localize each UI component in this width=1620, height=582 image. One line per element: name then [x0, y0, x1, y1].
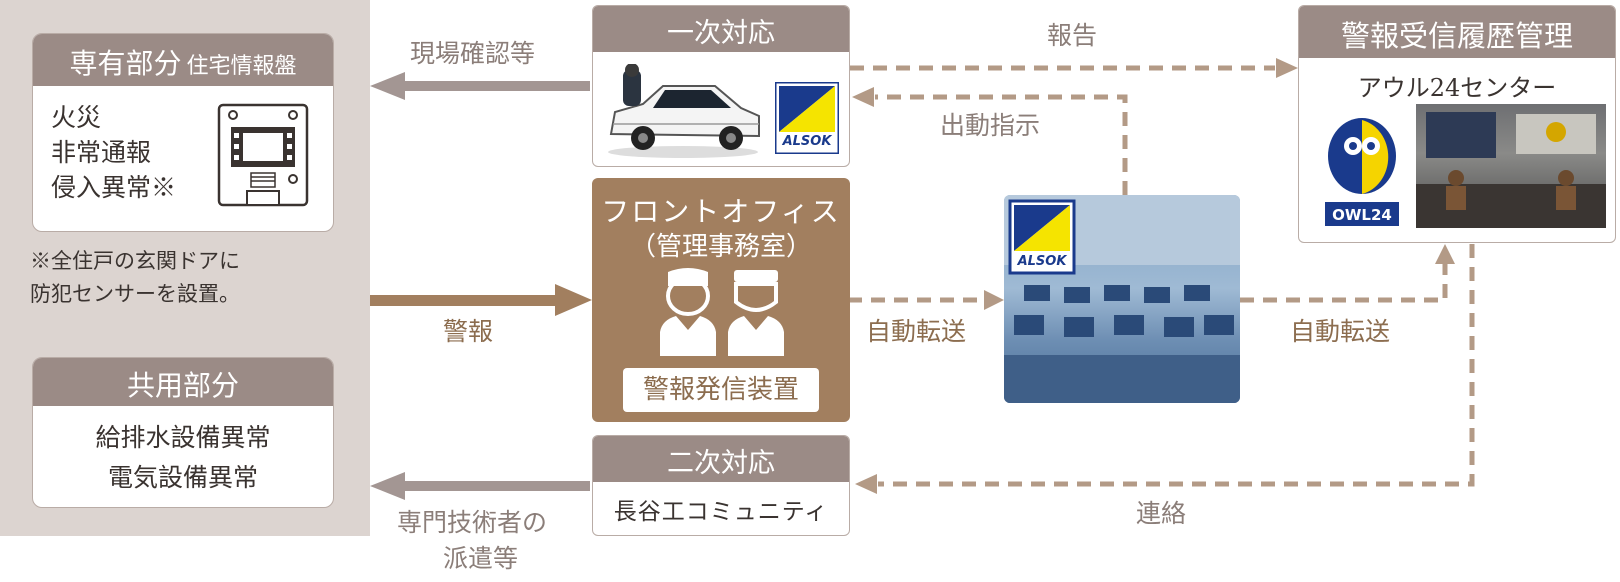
- private-item-emergency: 非常通報: [51, 138, 152, 167]
- history-header: 警報受信履歴管理: [1299, 6, 1615, 58]
- label-report: 報告: [1047, 21, 1098, 50]
- arrow-site-check: [370, 72, 590, 100]
- alsok-logo-text: ALSOK: [782, 134, 833, 149]
- history-center-name: アウル24センター: [1357, 74, 1557, 102]
- footnote: ※全住戸の玄関ドアに 防犯センサーを設置。: [30, 245, 240, 311]
- private-section-header: 専有部分 住宅情報盤: [33, 34, 333, 86]
- label-contact: 連絡: [1136, 499, 1187, 528]
- arrow-contact: [855, 244, 1475, 494]
- patrol-car-icon: [608, 64, 760, 158]
- common-item-water: 給排水設備異常: [95, 423, 271, 452]
- front-office-subtitle: （管理事務室）: [629, 232, 812, 262]
- center-alsok-text: ALSOK: [1017, 254, 1068, 269]
- secondary-response-title: 二次対応: [667, 448, 775, 479]
- history-title: 警報受信履歴管理: [1340, 19, 1573, 53]
- owl24-logo-text: OWL24: [1332, 206, 1392, 224]
- common-section-card: 共用部分 給排水設備異常 電気設備異常: [32, 357, 334, 508]
- common-section-title: 共用部分: [126, 369, 239, 402]
- label-auto-transfer-1: 自動転送: [866, 317, 967, 346]
- alarm-device-text: 警報発信装置: [642, 375, 799, 405]
- control-room-icon: ALSOK: [1004, 195, 1240, 403]
- front-office-title: フロントオフィス: [601, 195, 841, 228]
- info-panel-icon: [217, 103, 309, 207]
- label-alarm: 警報: [443, 317, 494, 346]
- private-section-card: 専有部分 住宅情報盤 火災 非常通報 侵入異常※: [32, 33, 334, 232]
- primary-response-header: 一次対応: [593, 6, 849, 52]
- private-section-subtitle: 住宅情報盤: [186, 54, 297, 79]
- common-item-electric: 電気設備異常: [107, 463, 258, 492]
- label-auto-transfer-2: 自動転送: [1290, 317, 1391, 346]
- operations-room-icon: [1416, 112, 1606, 228]
- arrow-auto-transfer-2: [1240, 244, 1455, 303]
- label-dispatch: 出動指示: [940, 111, 1041, 140]
- private-item-fire: 火災: [51, 103, 102, 132]
- common-section-items: 給排水設備異常 電気設備異常: [33, 418, 333, 498]
- front-office-box: フロントオフィス （管理事務室） 警報発信装置: [592, 178, 850, 422]
- staff-icon: [660, 268, 784, 356]
- secondary-response-company: 長谷工コミュニティ: [613, 499, 829, 525]
- label-site-check: 現場確認等: [410, 39, 536, 68]
- alarm-device-label: 警報発信装置: [623, 368, 819, 412]
- private-section-items: 火災 非常通報 侵入異常※: [51, 100, 176, 205]
- alsok-logo-icon: ALSOK: [775, 82, 839, 154]
- primary-response-title: 一次対応: [667, 18, 775, 49]
- arrow-dispatch-tech: [370, 472, 590, 500]
- footnote-line-1: ※全住戸の玄関ドアに: [30, 249, 240, 273]
- private-section-title: 専有部分: [69, 47, 182, 80]
- private-item-intrusion: 侵入異常※: [51, 173, 177, 202]
- owl24-center-photo: [1416, 104, 1606, 228]
- arrow-report: [850, 58, 1298, 78]
- footnote-line-2: 防犯センサーを設置。: [30, 282, 240, 306]
- label-dispatch-tech-1: 専門技術者の: [397, 508, 548, 537]
- secondary-response-box: 二次対応 長谷工コミュニティ: [592, 435, 850, 536]
- owl24-logo-icon: OWL24: [1325, 118, 1399, 226]
- primary-response-box: 一次対応 ALSOK: [592, 5, 850, 167]
- common-section-header: 共用部分: [33, 358, 333, 406]
- arrow-dispatch: [852, 87, 1128, 195]
- secondary-response-header: 二次対応: [593, 436, 849, 482]
- label-dispatch-tech-2: 派遣等: [443, 544, 519, 573]
- arrow-alarm: [370, 284, 592, 316]
- arrow-auto-transfer-1: [848, 290, 1004, 310]
- alsok-center-photo: ALSOK: [1004, 195, 1240, 403]
- history-box: 警報受信履歴管理 アウル24センター OWL24: [1298, 5, 1616, 243]
